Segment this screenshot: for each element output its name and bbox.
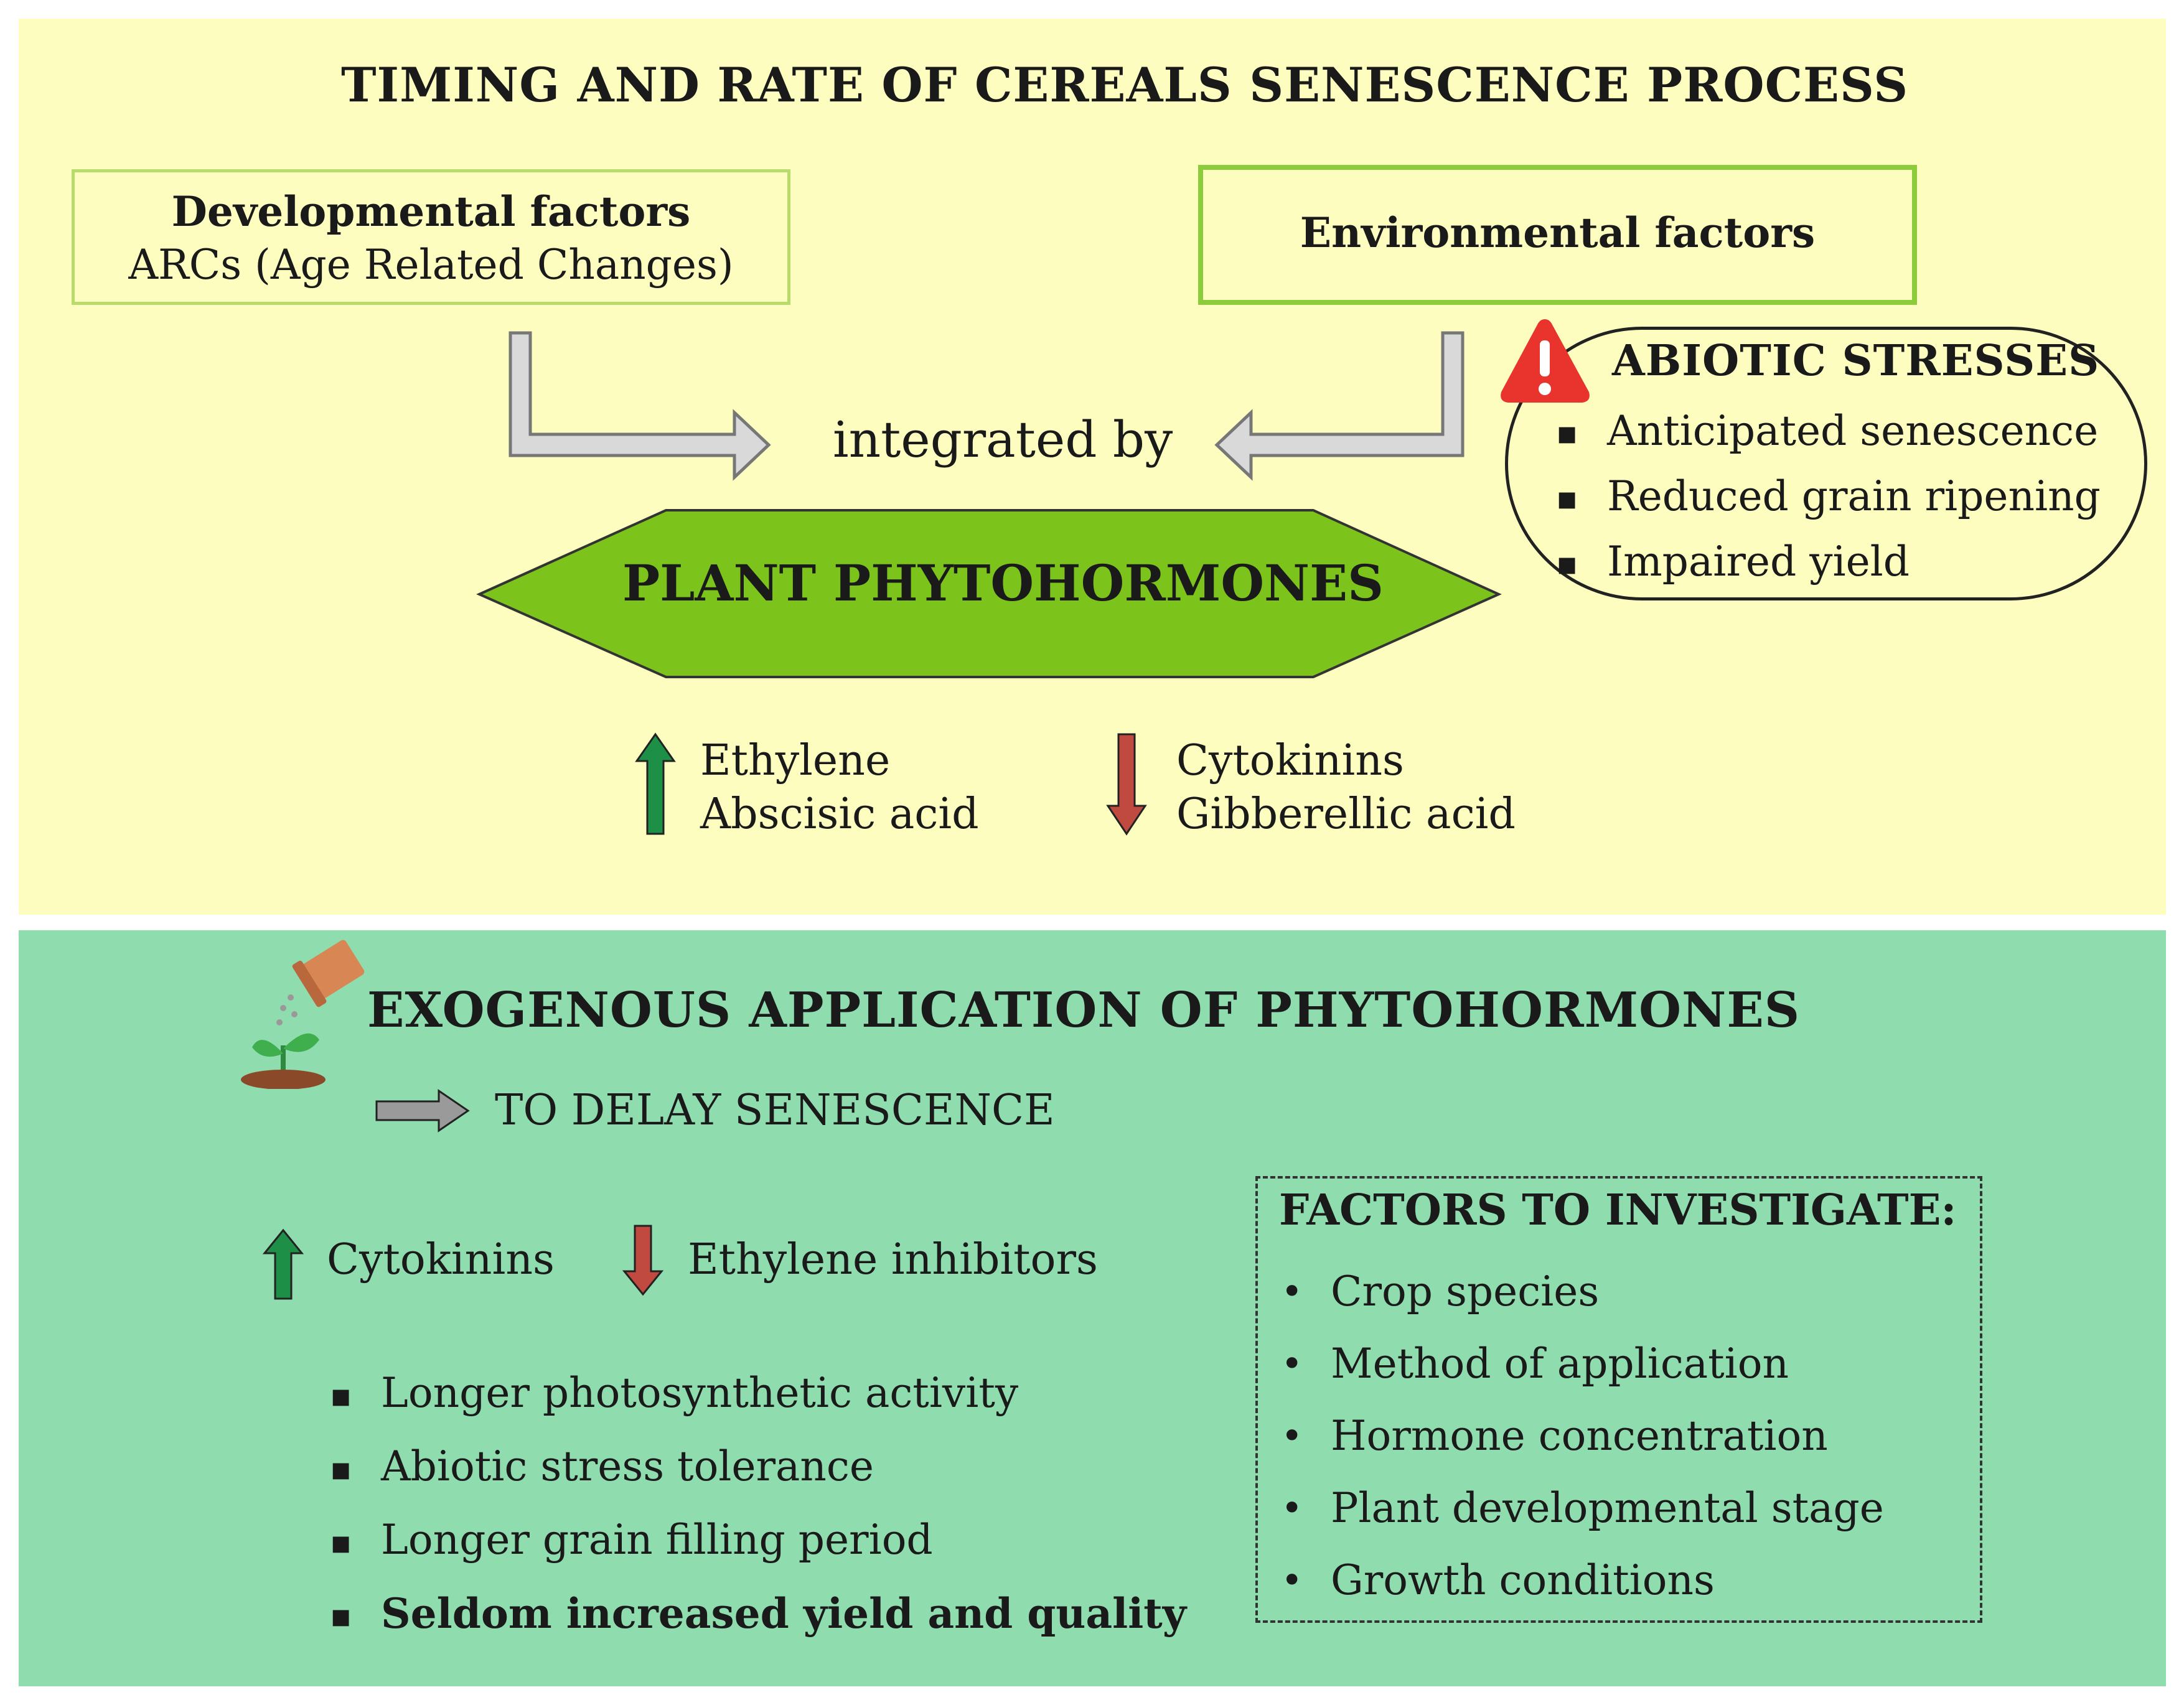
- down-arrow-icon: [1106, 733, 1147, 836]
- effect-item: Longer grain filling period: [330, 1503, 1186, 1579]
- increased-hormones: Ethylene Abscisic acid: [700, 734, 979, 841]
- factors-to-investigate-box: [1255, 1176, 1982, 1623]
- effects-list: Longer photosynthetic activity Abiotic s…: [330, 1357, 1186, 1653]
- delay-senescence-label: TO DELAY SENESCENCE: [495, 1086, 1055, 1135]
- factors-title: FACTORS TO INVESTIGATE:: [1279, 1185, 1957, 1235]
- increased-hormone: Abscisic acid: [700, 790, 979, 839]
- bottom-title: EXOGENOUS APPLICATION OF PHYTOHORMONES: [367, 982, 1801, 1039]
- environmental-factors-box: Environmental factors: [1198, 165, 1917, 305]
- increased-hormone: Ethylene: [700, 736, 891, 785]
- abiotic-title: ABIOTIC STRESSES: [1612, 336, 2100, 386]
- abiotic-item: Impaired yield: [1556, 529, 2101, 597]
- warning-icon: [1501, 319, 1590, 403]
- plant-watering-icon: [241, 940, 364, 1089]
- cytokinins-label: Cytokinins: [327, 1235, 555, 1284]
- top-title: TIMING AND RATE OF CEREALS SENESCENCE PR…: [341, 57, 1909, 113]
- factors-list: Crop species Method of application Hormo…: [1281, 1256, 1884, 1617]
- decreased-hormone: Gibberellic acid: [1176, 790, 1516, 839]
- decreased-hormone: Cytokinins: [1176, 736, 1404, 785]
- factor-item: Plant developmental stage: [1281, 1472, 1884, 1544]
- factor-item: Method of application: [1281, 1328, 1884, 1400]
- abiotic-list: Anticipated senescence Reduced grain rip…: [1556, 398, 2101, 597]
- effect-item: Seldom increased yield and quality: [330, 1577, 1186, 1653]
- integrated-by-label: integrated by: [833, 411, 1173, 469]
- abiotic-item: Anticipated senescence: [1556, 398, 2101, 466]
- effect-item: Longer photosynthetic activity: [330, 1357, 1186, 1432]
- right-arrow-icon: [375, 1089, 470, 1133]
- developmental-factors-box: Developmental factors ARCs (Age Related …: [72, 169, 790, 305]
- developmental-heading: Developmental factors: [171, 187, 691, 236]
- abiotic-item: Reduced grain ripening: [1556, 464, 2101, 531]
- up-arrow-icon: [635, 732, 676, 835]
- ethylene-inhibitors-label: Ethylene inhibitors: [688, 1235, 1098, 1284]
- effect-item: Abiotic stress tolerance: [330, 1430, 1186, 1506]
- phytohormones-hexagon: [476, 509, 1502, 678]
- phytohormones-label: PLANT PHYTOHORMONES: [622, 554, 1384, 612]
- right-elbow-arrow: [1214, 331, 1465, 481]
- down-arrow-icon: [622, 1225, 664, 1296]
- environmental-heading: Environmental factors: [1300, 208, 1816, 257]
- up-arrow-icon: [262, 1228, 304, 1300]
- factor-item: Hormone concentration: [1281, 1400, 1884, 1472]
- factor-item: Growth conditions: [1281, 1544, 1884, 1617]
- decreased-hormones: Cytokinins Gibberellic acid: [1176, 734, 1516, 841]
- developmental-sub: ARCs (Age Related Changes): [128, 241, 734, 289]
- factor-item: Crop species: [1281, 1256, 1884, 1328]
- left-elbow-arrow: [509, 331, 771, 481]
